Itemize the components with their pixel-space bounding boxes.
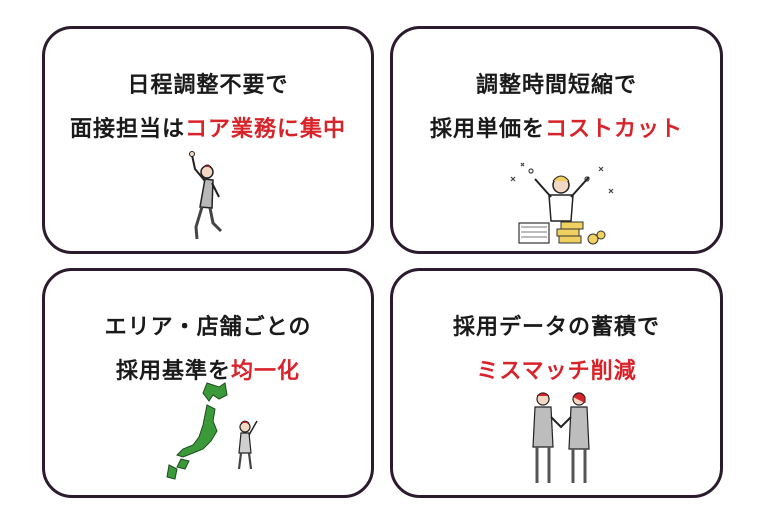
card-subheading: 採用基準を均一化 <box>45 353 371 385</box>
benefit-card-mismatch: 採用データの蓄積で ミスマッチ削減 <box>390 268 723 498</box>
benefit-card-standardize: エリア・店舗ごとの 採用基準を均一化 <box>42 268 374 498</box>
handshake-icon <box>532 392 590 483</box>
card-highlight-text: コア業務に集中 <box>185 117 347 142</box>
person-jumping-icon <box>189 151 223 240</box>
card-heading: 調整時間短縮で <box>475 73 637 98</box>
card-subheading-text: 面接担当は <box>69 117 185 142</box>
card-heading: 採用データの蓄積で <box>452 315 660 340</box>
card-highlight-text: ミスマッチ削減 <box>476 359 637 384</box>
card-subheading: 採用単価をコストカット <box>393 111 720 143</box>
celebrating-person-with-money-icon <box>510 162 614 245</box>
card-highlight-text: コストカット <box>545 117 684 142</box>
card-subheading: 面接担当はコア業務に集中 <box>45 111 371 143</box>
card-highlight-text: 均一化 <box>231 359 301 384</box>
card-subheading-text: 採用基準を <box>115 359 231 384</box>
card-heading: 日程調整不要で <box>127 73 289 98</box>
japan-map-icon <box>166 382 258 480</box>
card-heading: エリア・店舗ごとの <box>104 315 312 340</box>
card-subheading-text: 採用単価を <box>429 117 545 142</box>
benefit-card-cost: 調整時間短縮で 採用単価をコストカット <box>390 26 723 254</box>
card-subheading: ミスマッチ削減 <box>393 353 720 385</box>
benefit-card-scheduling: 日程調整不要で 面接担当はコア業務に集中 <box>42 26 374 254</box>
